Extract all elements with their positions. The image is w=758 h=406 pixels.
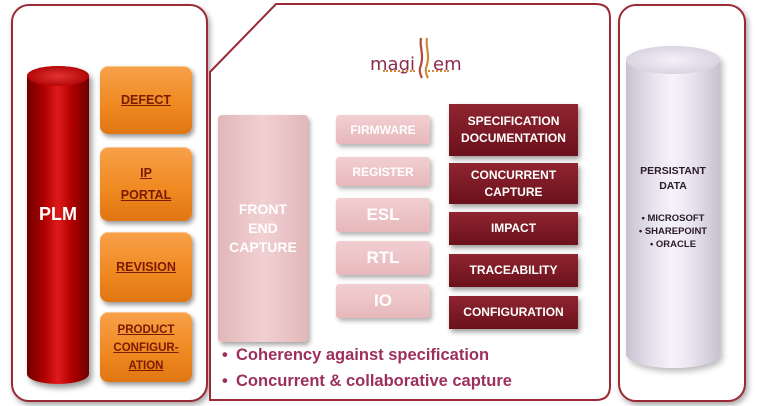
bullet-dot-icon: • (222, 372, 228, 390)
rtl-box: RTL (336, 241, 430, 275)
concurrent-capture-label: CONCURRENT CAPTURE (470, 167, 557, 199)
bullet-item: • Coherency against specification (222, 346, 489, 365)
register-label: REGISTER (352, 164, 414, 179)
list-item: • ORACLE (649, 239, 697, 250)
bullet-item: • Concurrent & collaborative capture (222, 372, 512, 391)
logo-dots-left (383, 70, 415, 72)
logo-flame-icon (418, 37, 430, 79)
specification-documentation-label: SPECIFICATION DOCUMENTATION (461, 114, 566, 145)
list-item: • SHAREPOINT (638, 226, 708, 237)
configuration-label: CONFIGURATION (463, 305, 564, 319)
ip-portal-button[interactable]: IP PORTAL (100, 147, 192, 221)
traceability-label: TRACEABILITY (469, 263, 558, 277)
configuration-box: CONFIGURATION (449, 296, 578, 329)
ip-portal-label: IP PORTAL (120, 166, 172, 202)
impact-label: IMPACT (490, 221, 537, 235)
logo-text-left: magi (370, 54, 415, 75)
front-end-capture-box: FRONT END CAPTURE (218, 115, 308, 342)
traceability-box: TRACEABILITY (449, 254, 578, 287)
rtl-label: RTL (366, 248, 400, 267)
firmware-box: FIRMWARE (336, 115, 430, 144)
persistent-data-label: PERSISTANT DATA (640, 165, 706, 192)
defect-label: DEFECT (121, 93, 171, 107)
esl-box: ESL (336, 198, 430, 232)
persistent-data-cylinder: PERSISTANT DATA • MICROSOFT • SHAREPOINT… (626, 46, 720, 368)
firmware-label: FIRMWARE (350, 122, 416, 137)
esl-label: ESL (366, 205, 400, 224)
register-box: REGISTER (336, 157, 430, 186)
specification-documentation-box: SPECIFICATION DOCUMENTATION (449, 104, 578, 156)
persistent-cylinder-top (626, 46, 720, 74)
list-item: • MICROSOFT (641, 213, 705, 224)
io-box: IO (336, 284, 430, 318)
revision-label: REVISION (116, 260, 176, 274)
persistent-data-list: • MICROSOFT • SHAREPOINT • ORACLE (626, 212, 720, 251)
product-configuration-label: PRODUCT CONFIGUR- ATION (113, 324, 179, 372)
revision-button[interactable]: REVISION (100, 232, 192, 302)
concurrent-capture-box: CONCURRENT CAPTURE (449, 163, 578, 204)
bullet-dot-icon: • (222, 346, 228, 364)
impact-box: IMPACT (449, 212, 578, 245)
logo-text-right: em (433, 54, 462, 75)
bullet-text: Coherency against specification (236, 346, 490, 364)
plm-cylinder: PLM (27, 66, 89, 384)
product-configuration-button[interactable]: PRODUCT CONFIGUR- ATION (100, 312, 192, 382)
front-end-capture-label: FRONT END CAPTURE (229, 201, 297, 255)
logo-dots-right (425, 70, 449, 72)
plm-label: PLM (39, 204, 77, 224)
plm-cylinder-top (27, 66, 89, 86)
io-label: IO (374, 291, 392, 310)
magillem-logo: magi em (370, 36, 462, 80)
defect-button[interactable]: DEFECT (100, 66, 192, 134)
bullet-text: Concurrent & collaborative capture (236, 372, 512, 390)
